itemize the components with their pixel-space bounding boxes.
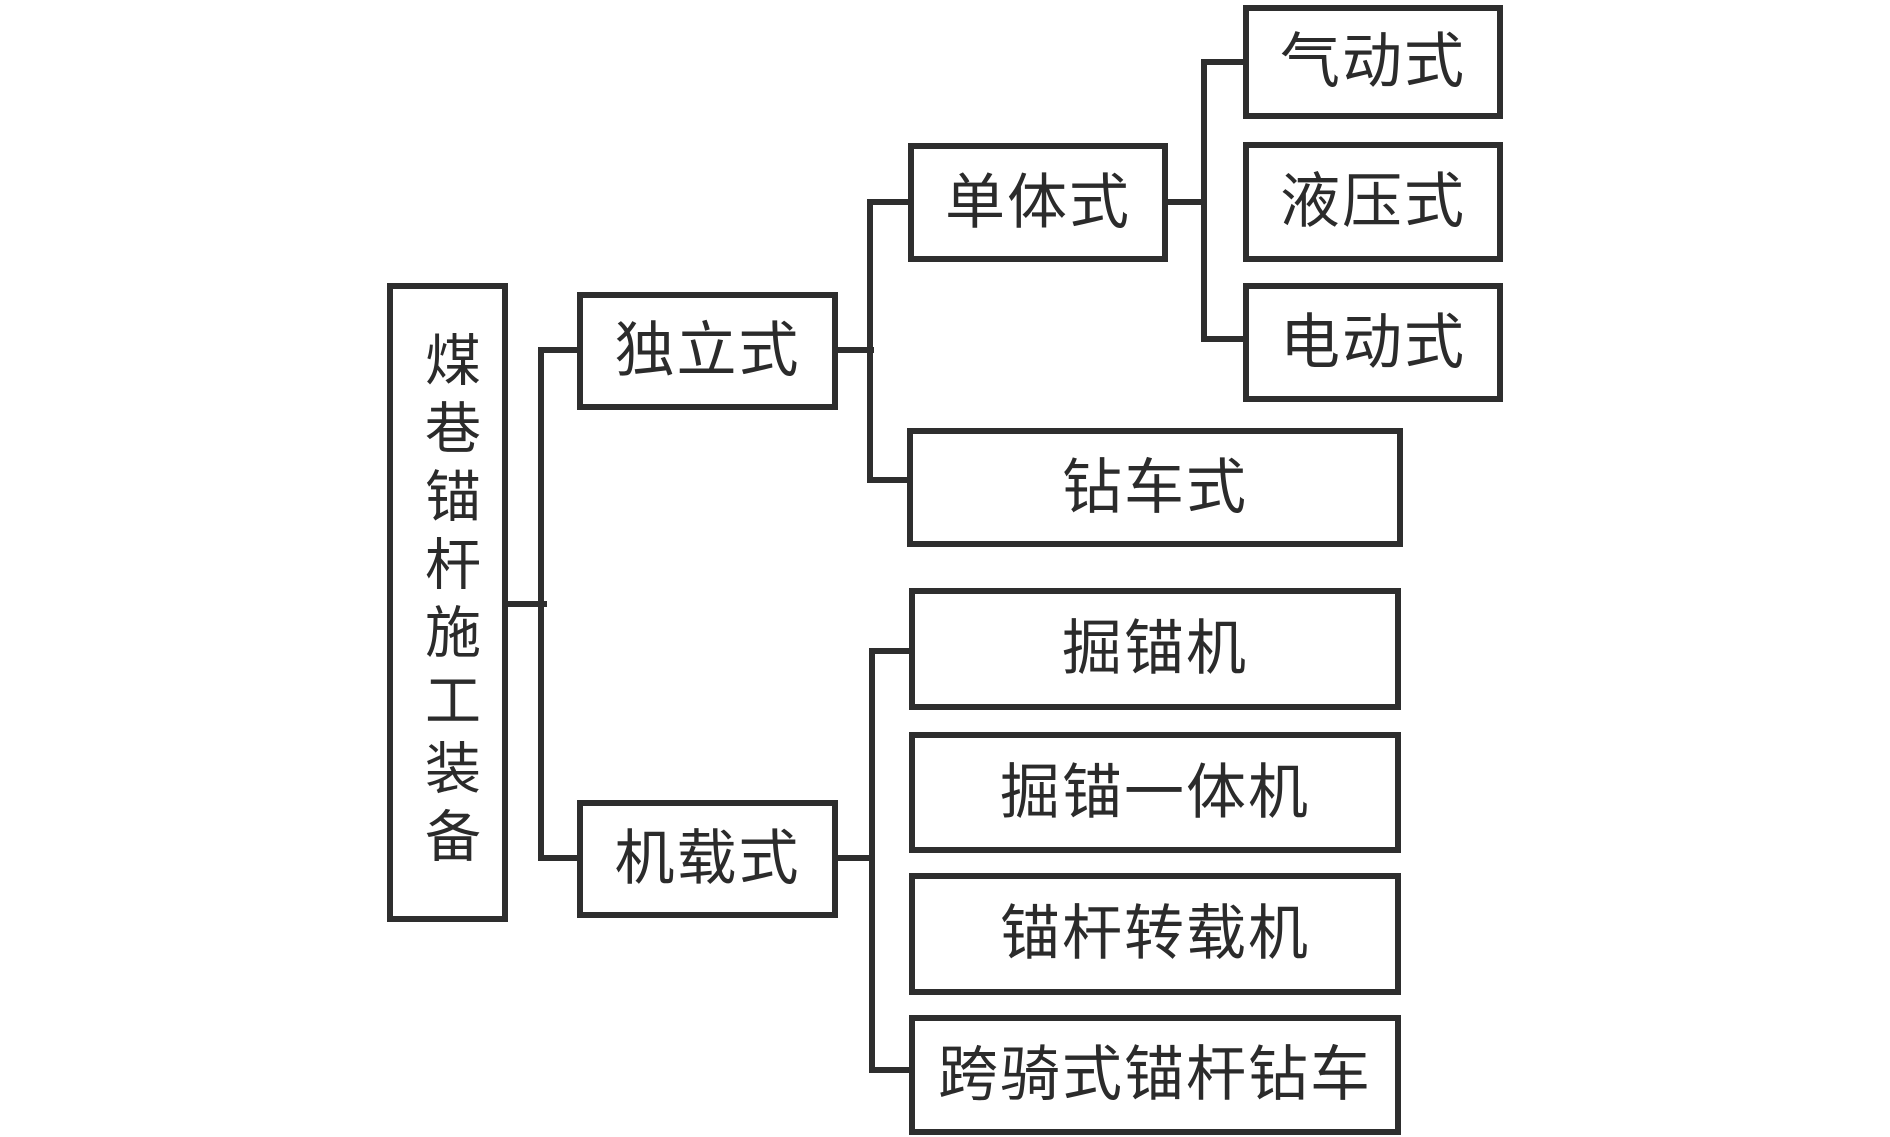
node-pneumatic-type: 气动式: [1243, 5, 1503, 119]
connector-trunk-independent: [867, 199, 873, 483]
connector-to-bolting-machine: [869, 648, 913, 654]
node-machine-mounted-type: 机载式: [577, 800, 838, 918]
node-root: 煤巷锚杆施工装备: [387, 283, 508, 922]
node-hydraulic-type: 液压式: [1243, 142, 1503, 262]
connector-machine-mounted-stub: [834, 855, 874, 861]
node-drill-rig-type-label: 钻车式: [1062, 454, 1248, 521]
node-drill-rig-type: 钻车式: [907, 428, 1403, 547]
node-straddle-bolt-drill-rig-label: 跨骑式锚杆钻车: [938, 1042, 1372, 1108]
node-bolt-transfer-machine: 锚杆转载机: [909, 873, 1401, 995]
connector-to-drill-rig: [867, 477, 911, 483]
connector-to-single-unit: [867, 199, 912, 205]
connector-to-independent: [538, 347, 583, 353]
node-integrated-excavating-bolting-machine-label: 掘锚一体机: [1000, 759, 1310, 826]
node-electric-type-label: 电动式: [1280, 309, 1466, 376]
node-hydraulic-type-label: 液压式: [1280, 169, 1466, 235]
node-electric-type: 电动式: [1243, 283, 1503, 402]
node-independent-type: 独立式: [577, 292, 838, 410]
node-bolting-machine: 掘锚机: [909, 588, 1401, 710]
connector-root-stub: [503, 601, 547, 607]
connector-to-electric: [1201, 336, 1247, 342]
node-bolting-machine-label: 掘锚机: [1062, 616, 1248, 682]
node-bolt-transfer-machine-label: 锚杆转载机: [1000, 901, 1310, 967]
node-integrated-excavating-bolting-machine: 掘锚一体机: [909, 732, 1401, 853]
node-single-unit-type-label: 单体式: [945, 169, 1131, 236]
connector-to-pneumatic: [1201, 59, 1247, 65]
connector-trunk-machine-mounted: [869, 648, 875, 1073]
node-independent-type-label: 独立式: [614, 318, 801, 384]
connector-to-machine-mounted: [538, 855, 583, 861]
connector-independent-stub: [834, 347, 874, 353]
node-root-label: 煤巷锚杆施工装备: [416, 330, 479, 875]
node-machine-mounted-type-label: 机载式: [614, 826, 801, 892]
node-pneumatic-type-label: 气动式: [1280, 29, 1466, 95]
node-straddle-bolt-drill-rig: 跨骑式锚杆钻车: [909, 1015, 1401, 1135]
connector-trunk-single-unit: [1201, 59, 1207, 342]
connector-trunk-level1: [538, 347, 544, 861]
node-single-unit-type: 单体式: [908, 143, 1168, 262]
connector-single-unit-stub: [1164, 199, 1207, 205]
connector-to-straddle-rig: [869, 1067, 913, 1073]
